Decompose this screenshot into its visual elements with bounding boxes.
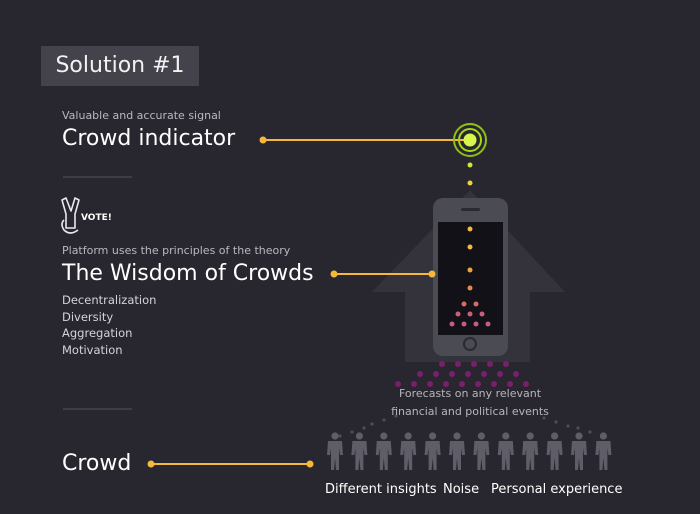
vote-badge: VOTE!	[81, 213, 112, 223]
theory-connector-dot-left	[330, 270, 338, 278]
person-icon	[595, 432, 612, 470]
divider	[63, 176, 132, 178]
crowd-connector-dot-right	[306, 460, 314, 468]
signal-target-icon	[453, 123, 487, 157]
signal-dots	[449, 226, 491, 327]
person-icon	[424, 432, 441, 470]
principle-item: Aggregation	[62, 326, 133, 340]
theory-subtitle: Platform uses the principles of the theo…	[62, 244, 291, 257]
input-label-insights: Different insights	[325, 482, 437, 497]
connector-lines	[147, 136, 470, 468]
person-icon	[327, 432, 343, 470]
crowd-dots	[395, 361, 529, 387]
person-icon	[546, 432, 563, 470]
person-icon	[375, 432, 392, 470]
crowd-title: Crowd	[62, 451, 132, 476]
person-icon	[473, 432, 490, 470]
principle-item: Motivation	[62, 342, 123, 357]
theory-connector-dot-right	[428, 270, 436, 278]
forecasts-line-2: financial and political events	[391, 405, 549, 418]
person-icon	[449, 432, 465, 470]
signal-title: Crowd indicator	[62, 126, 236, 151]
person-icon	[571, 432, 587, 470]
input-label-noise: Noise	[443, 482, 480, 497]
forecasts-caption: Forecasts on any relevant financial and …	[380, 385, 560, 421]
forecasts-line-1: Forecasts on any relevant	[398, 387, 542, 400]
principle-item: Diversity	[62, 309, 114, 324]
crowd-people	[327, 432, 612, 470]
input-label-experience: Personal experience	[491, 482, 623, 497]
vote-hand-icon	[61, 197, 80, 234]
principle-item: Decentralization	[62, 293, 157, 307]
person-icon	[351, 432, 368, 470]
person-icon	[522, 432, 539, 470]
divider	[63, 408, 132, 410]
crowd-connector-dot-left	[147, 460, 155, 468]
signal-subtitle: Valuable and accurate signal	[62, 109, 221, 122]
theory-title: The Wisdom of Crowds	[62, 261, 314, 286]
smartphone-icon	[433, 198, 508, 356]
person-icon	[497, 432, 514, 470]
page-title: Solution #1	[41, 46, 199, 86]
principles-list: Decentralization Diversity Aggregation M…	[62, 292, 156, 358]
person-icon	[400, 432, 417, 470]
signal-connector-dot	[259, 136, 267, 144]
